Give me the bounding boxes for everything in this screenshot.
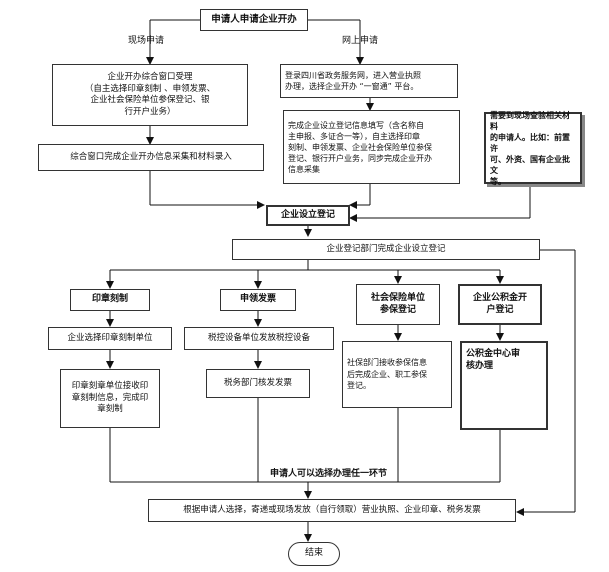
onsite-check-note: 需要到现场查验相关材料 的申请人。比如：前置许 可、外资、国有企业批文 等。 [484, 111, 582, 186]
invoice-title-box: 申领发票 [220, 289, 296, 311]
establish-done-box: 企业登记部门完成企业设立登记 [232, 239, 540, 260]
online-login-box: 登录四川省政务服务网，进入营业执照 办理，选择企业开办 “一窗通” 平台。 [280, 64, 458, 98]
social-title-box: 社会保险单位 参保登记 [356, 284, 440, 325]
invoice-device-box: 税控设备单位发放税控设备 [184, 327, 334, 350]
seal-select-box: 企业选择印章刻制单位 [48, 327, 172, 350]
onsite-collection-box: 综合窗口完成企业开办信息采集和材料录入 [38, 144, 264, 171]
end-node: 结束 [288, 542, 340, 566]
online-fill-box: 完成企业设立登记信息填写（含名称自 主申报、多证合一等），自主选择印章 刻制、申… [283, 110, 460, 184]
establish-node: 企业设立登记 [266, 205, 350, 226]
seal-title-box: 印章刻制 [70, 289, 150, 311]
fund-title-box: 企业公积金开 户登记 [458, 284, 542, 325]
seal-make-box: 印章刻章单位接收印 章刻制信息，完成印 章刻制 [60, 369, 160, 428]
onsite-branch-label: 现场申请 [128, 36, 165, 46]
invoice-issue-box: 税务部门核发发票 [206, 369, 310, 398]
fund-process-box: 公积金中心审 核办理 [460, 341, 548, 430]
social-register-box: 社保部门接收参保信息 后完成企业、职工参保 登记。 [342, 341, 452, 408]
choose-note: 申请人可以选择办理任一环节 [270, 469, 388, 479]
start-node: 申请人申请企业开办 [200, 9, 308, 31]
online-branch-label: 网上申请 [342, 36, 379, 46]
delivery-box: 根据申请人选择，寄递或现场发放（自行领取）营业执照、企业印章、税务发票 [148, 499, 516, 522]
onsite-reception-box: 企业开办综合窗口受理 （自主选择印章刻制 、申领发票、 企业社会保险单位参保登记… [52, 64, 248, 126]
